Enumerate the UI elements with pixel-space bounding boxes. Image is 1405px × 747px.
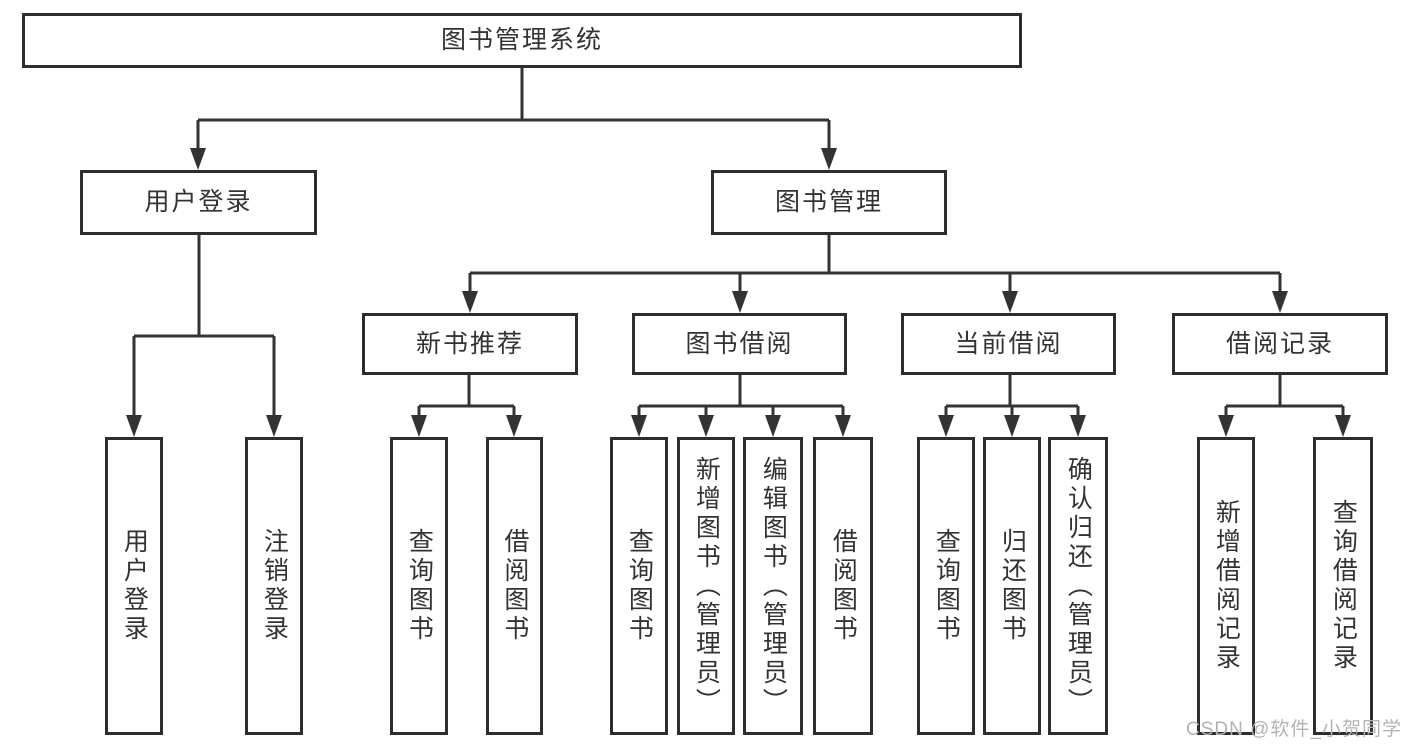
node-leaf-bb-query-books: 查询图书 [610, 437, 668, 735]
node-book-management: 图书管理 [711, 170, 947, 235]
node-new-book-recommend: 新书推荐 [362, 313, 578, 375]
connector-new-book-recommend [411, 375, 522, 437]
connector-user-login [126, 235, 282, 437]
node-leaf-logout: 注销登录 [245, 437, 303, 735]
node-leaf-cb-return-books: 归还图书 [983, 437, 1041, 735]
connector-root [190, 68, 837, 170]
connector-current-borrowing [938, 375, 1086, 437]
node-leaf-bb-edit-books: 编辑图书（管理员） [743, 437, 803, 735]
node-leaf-cb-query-books: 查询图书 [917, 437, 975, 735]
node-leaf-nbr-query-books: 查询图书 [390, 437, 448, 735]
node-leaf-bb-borrow-books: 借阅图书 [813, 437, 873, 735]
node-leaf-br-query-record: 查询借阅记录 [1313, 437, 1373, 735]
node-borrowing-records: 借阅记录 [1172, 313, 1388, 375]
watermark-text: CSDN @软件_小贺同学 [1186, 719, 1402, 740]
node-user-login-group: 用户登录 [80, 170, 317, 235]
node-leaf-user-login: 用户登录 [105, 437, 163, 735]
node-leaf-nbr-borrow-books: 借阅图书 [486, 437, 543, 735]
connector-book-borrowing [631, 375, 851, 437]
connector-book-management [462, 235, 1288, 313]
connector-borrowing-records [1218, 375, 1351, 437]
node-leaf-bb-add-books: 新增图书（管理员） [677, 437, 735, 735]
node-root-system: 图书管理系统 [22, 13, 1022, 68]
node-current-borrowing: 当前借阅 [901, 313, 1116, 375]
node-leaf-br-add-record: 新增借阅记录 [1197, 437, 1255, 735]
node-book-borrowing: 图书借阅 [632, 313, 847, 375]
node-leaf-cb-confirm-return: 确认归还（管理员） [1048, 437, 1108, 735]
